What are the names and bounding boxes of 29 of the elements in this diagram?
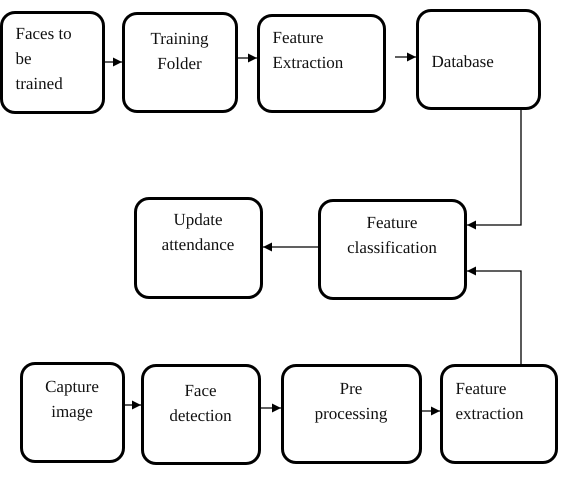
arrow	[238, 54, 257, 62]
arrow	[261, 404, 281, 412]
arrow	[395, 52, 416, 62]
arrow	[105, 58, 122, 66]
process-box	[20, 362, 125, 463]
box-label: Feature extraction	[456, 378, 524, 424]
process-box	[281, 364, 422, 464]
arrow	[467, 110, 522, 230]
box-label: Feature Extraction	[272, 26, 344, 74]
process-box	[440, 364, 558, 464]
box-label: Capture image	[44, 376, 100, 423]
process-box	[141, 364, 261, 465]
arrow	[125, 400, 141, 410]
process-box	[318, 199, 467, 300]
process-box	[416, 9, 541, 110]
box-label: Training Folder	[150, 28, 210, 74]
box-label: Feature classification	[346, 212, 438, 258]
process-box	[257, 14, 386, 113]
process-box	[122, 12, 238, 113]
box-label: Faces to be trained	[16, 22, 73, 94]
box-label: Face detection	[168, 380, 233, 426]
box-label: Pre processing	[314, 378, 388, 425]
box-label: Update attendance	[160, 208, 236, 256]
arrow	[263, 242, 318, 252]
process-box	[0, 11, 105, 114]
arrow	[422, 406, 440, 416]
arrow	[467, 266, 522, 364]
box-label: Database	[432, 50, 495, 72]
process-box	[134, 197, 263, 299]
